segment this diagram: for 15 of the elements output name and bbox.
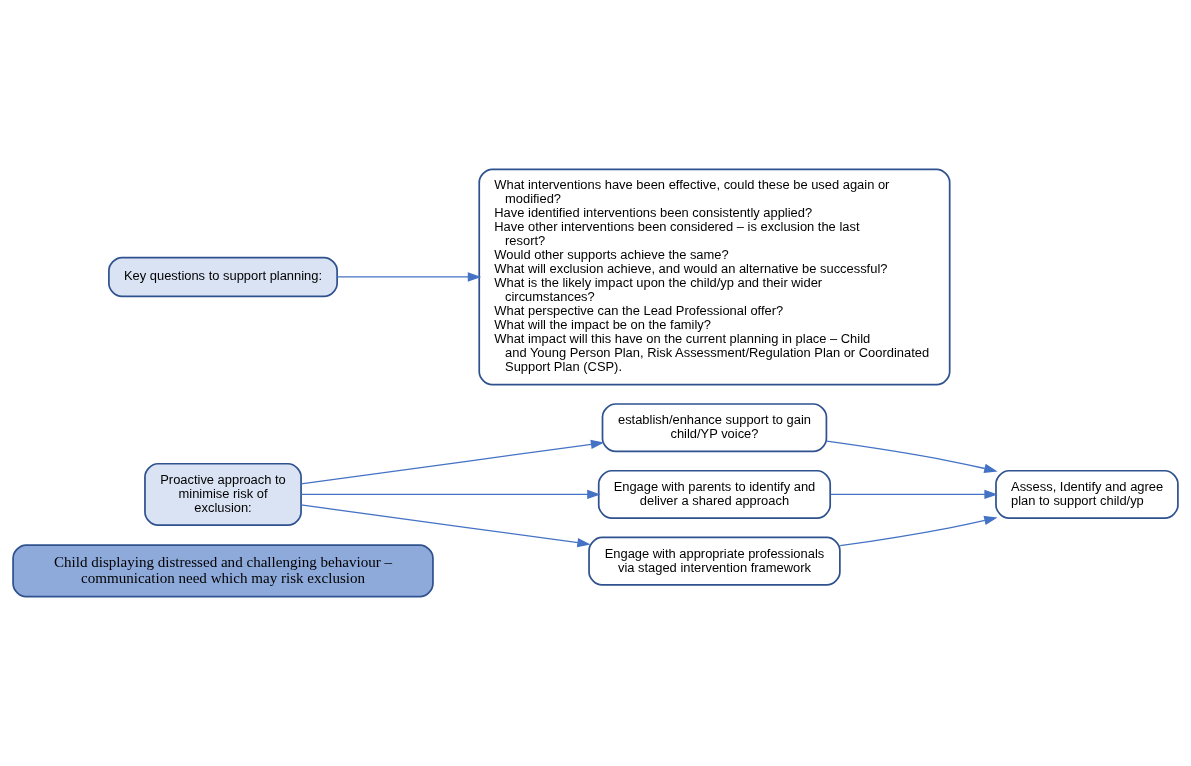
- node-box: Key questions to support planning:: [108, 256, 338, 298]
- node-box: establish/enhance support to gain child/YP voice?: [601, 403, 828, 453]
- arrow: [300, 439, 605, 485]
- arrow: [830, 489, 998, 500]
- arrow: [300, 489, 601, 500]
- node-box: Child displaying distressed and challenging behaviour – communication need which may risk exclusion: [12, 544, 434, 598]
- node-box: Assess, Identify and agree plan to support child/yp: [995, 469, 1179, 519]
- node-box: Engage with appropriate professionals via staged intervention framework: [588, 536, 841, 586]
- node-box: Proactive approach to minimise risk of exclusion:: [144, 462, 302, 526]
- node-box: What interventions have been effective, could these be used again or modified? Have identified interventions been consistently applied? Have other interventions been considered – is exclusion the last resort? Would other supports achieve the same? What will exclusion achieve, and would an alternative be successful? What is the likely impact upon the child/yp and their wider circumstances? What perspective can the Lead Professional offer? What will the impact be on the family? What impact will this have on the current planning in place – Child and Young Person Plan, Risk Assessment/Regulation Plan or Coordinated Support Plan (CSP).: [478, 168, 951, 386]
- arrow: [826, 440, 998, 473]
- arrow: [336, 272, 482, 282]
- arrow: [839, 515, 998, 547]
- node-box: Engage with parents to identify and deliver a shared approach: [597, 469, 832, 519]
- arrow: [300, 504, 591, 548]
